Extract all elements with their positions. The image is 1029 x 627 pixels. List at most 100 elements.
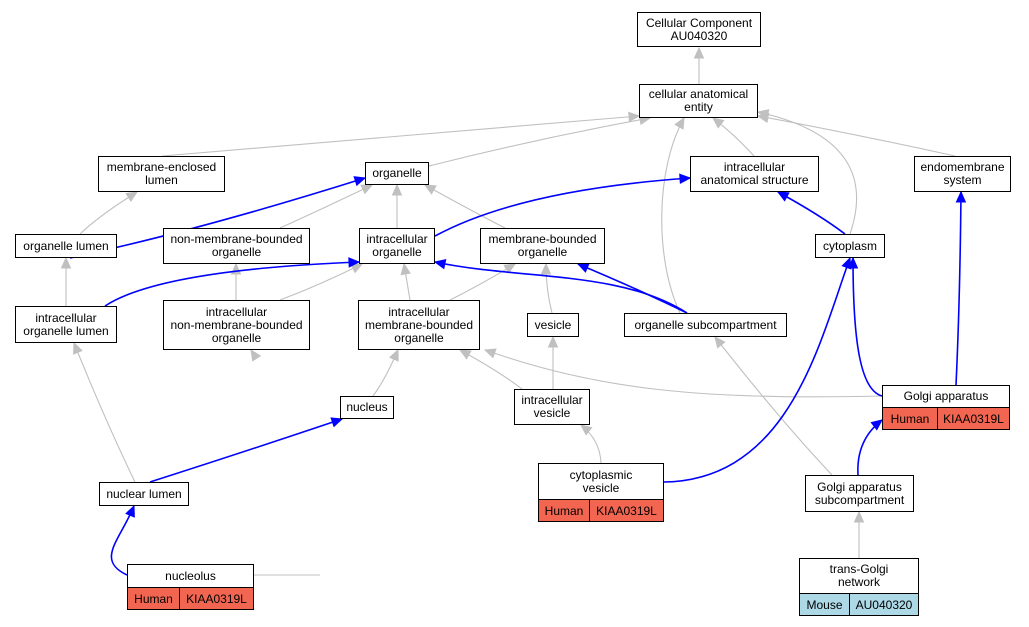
node-cellular-component[interactable]: Cellular Component AU040320 [637,12,761,47]
node-label: membrane-enclosed lumen [106,160,217,187]
edge-inmbo-to-io [279,263,363,301]
node-label: cytoplasm [822,238,878,253]
node-label: intracellular membrane-bounded organelle [364,304,474,345]
node-label: endomembrane system [920,160,1005,187]
edge-ol-to-mel-arrowhead [125,191,139,203]
edge-endo-to-entity [757,115,956,157]
edge-osc-to-entity-arrowhead [674,116,685,130]
node-label: trans-Golgi network [829,562,889,589]
node-label: organelle [372,166,422,180]
edge-io-to-ias [434,177,691,237]
node-label: Golgi apparatus subcompartment [814,479,905,507]
node-organelle-lumen[interactable]: organelle lumen [15,234,117,258]
edge-iv-to-imbo-arrowhead [458,349,472,360]
edge-iv-to-vesicle-arrowhead [547,335,559,348]
edge-iol-to-ol-arrowhead [60,256,72,269]
edge-gasc-to-golgi [857,419,883,476]
annotation-row: Mouse AU040320 [800,593,918,615]
node-nuclear-lumen[interactable]: nuclear lumen [99,482,189,506]
node-label: Cellular Component AU040320 [645,15,753,43]
node-golgi-apparatus-subcompartment[interactable]: Golgi apparatus subcompartment [805,475,914,512]
edge-tgn-to-gasc-arrowhead [853,510,865,523]
edge-nl-to-iol-arrowhead [73,341,83,355]
edge-cytoplasm-to-ias [777,191,846,235]
node-label: intracellular organelle lumen [23,310,109,338]
edge-nmbo-to-organelle [279,184,373,229]
gene-cell[interactable]: KIAA0319L [937,408,1009,429]
node-cytoplasmic-vesicle[interactable]: cytoplasmic vesicle Human KIAA0319L [538,463,664,522]
edge-vesicle-to-mbo-arrowhead [540,262,552,275]
annotation-row: Human KIAA0319L [883,407,1009,429]
node-trans-golgi-network[interactable]: trans-Golgi network Mouse AU040320 [799,558,919,616]
edge-golgi-to-cytoplasm [852,257,883,397]
edge-ol-to-organelle-arrowhead [353,176,367,187]
node-intracellular-organelle[interactable]: intracellular organelle [359,228,435,264]
node-label: intracellular anatomical structure [700,160,809,187]
node-intracellular-vesicle[interactable]: intracellular vesicle [514,389,590,425]
annotation-row: Human KIAA0319L [128,587,253,609]
gene-cell[interactable]: KIAA0319L [179,588,253,609]
edge-golgi-to-imbo-arrowhead [483,348,497,359]
edge-cytoplasm-to-entity [757,111,858,235]
node-label: organelle subcompartment [634,317,777,332]
edge-gasc-to-golgi-arrowhead [870,419,883,431]
node-intracellular-non-membrane-bounded-organelle[interactable]: intracellular non-membrane-bounded organ… [163,300,310,350]
node-label: cellular anatomical entity [648,87,749,114]
species-cell[interactable]: Human [883,408,937,429]
node-label: cytoplasmic vesicle [569,467,633,495]
gene-cell[interactable]: AU040320 [849,594,918,615]
gene-cell[interactable]: KIAA0319L [589,500,663,521]
annotation-row: Human KIAA0319L [539,499,663,521]
node-membrane-bounded-organelle[interactable]: membrane-bounded organelle [480,228,605,264]
node-label: non-membrane-bounded organelle [170,232,303,259]
species-cell[interactable]: Human [128,588,179,609]
node-endomembrane-system[interactable]: endomembrane system [914,156,1011,192]
node-vesicle[interactable]: vesicle [527,313,579,337]
edge-cytoplasm-to-entity-arrowhead [756,109,770,120]
node-non-membrane-bounded-organelle[interactable]: non-membrane-bounded organelle [163,228,310,264]
edge-organelle-to-entity [428,117,651,167]
node-label: intracellular vesicle [521,393,583,420]
edge-entity-to-root-arrowhead [693,46,705,59]
edge-gasc-to-osc-arrowhead [714,336,726,349]
node-label: vesicle [534,317,572,332]
edge-cytoplasm-to-ias-arrowhead [776,191,790,202]
node-nucleus[interactable]: nucleus [340,396,394,419]
node-cytoplasm[interactable]: cytoplasm [815,234,885,258]
edge-nucleolus-to-nl-arrowhead [125,504,135,518]
species-cell[interactable]: Human [539,500,589,521]
node-nucleolus[interactable]: nucleolus Human KIAA0319L [127,564,254,610]
node-label: intracellular organelle [366,232,428,259]
edge-nl-to-nucleus-arrowhead [330,417,344,428]
node-label: membrane-bounded organelle [488,232,597,259]
node-golgi-apparatus[interactable]: Golgi apparatus Human KIAA0319L [882,385,1010,430]
edge-nmbo-to-organelle-arrowhead [360,184,374,195]
node-intracellular-anatomical-structure[interactable]: intracellular anatomical structure [690,156,819,192]
node-organelle[interactable]: organelle [365,162,429,185]
edge-gasc-to-osc [714,336,833,476]
edge-cv-to-iv-arrowhead [580,424,593,436]
edge-golgi-to-endo-arrowhead [955,190,967,203]
edge-inmbo-to-nmbo-arrowhead [230,262,242,275]
node-cellular-anatomical-entity[interactable]: cellular anatomical entity [639,84,758,118]
node-intracellular-membrane-bounded-organelle[interactable]: intracellular membrane-bounded organelle [358,300,480,350]
edge-osc-to-mbo [577,263,688,314]
edge-mbo-to-organelle-arrowhead [423,184,437,195]
node-label: organelle lumen [23,238,109,253]
species-cell[interactable]: Mouse [800,594,849,615]
edge-mel-to-entity-arrowhead [628,111,641,123]
edge-ol-to-mel [79,191,138,235]
edge-nucleolus-to-inmbo-arrowhead [250,348,262,362]
edge-osc-to-entity [661,117,685,314]
edge-io-to-ias-arrowhead [679,173,692,184]
node-intracellular-organelle-lumen[interactable]: intracellular organelle lumen [15,306,117,343]
node-membrane-enclosed-lumen[interactable]: membrane-enclosed lumen [98,156,225,192]
node-organelle-subcompartment[interactable]: organelle subcompartment [624,313,787,337]
node-label: intracellular non-membrane-bounded organ… [170,304,303,345]
edge-imbo-to-io-arrowhead [400,262,411,276]
edge-osc-to-io-arrowhead [433,259,447,270]
edge-cv-to-cytoplasm-arrowhead [841,256,852,270]
edge-nucleolus-to-nl [110,505,135,576]
